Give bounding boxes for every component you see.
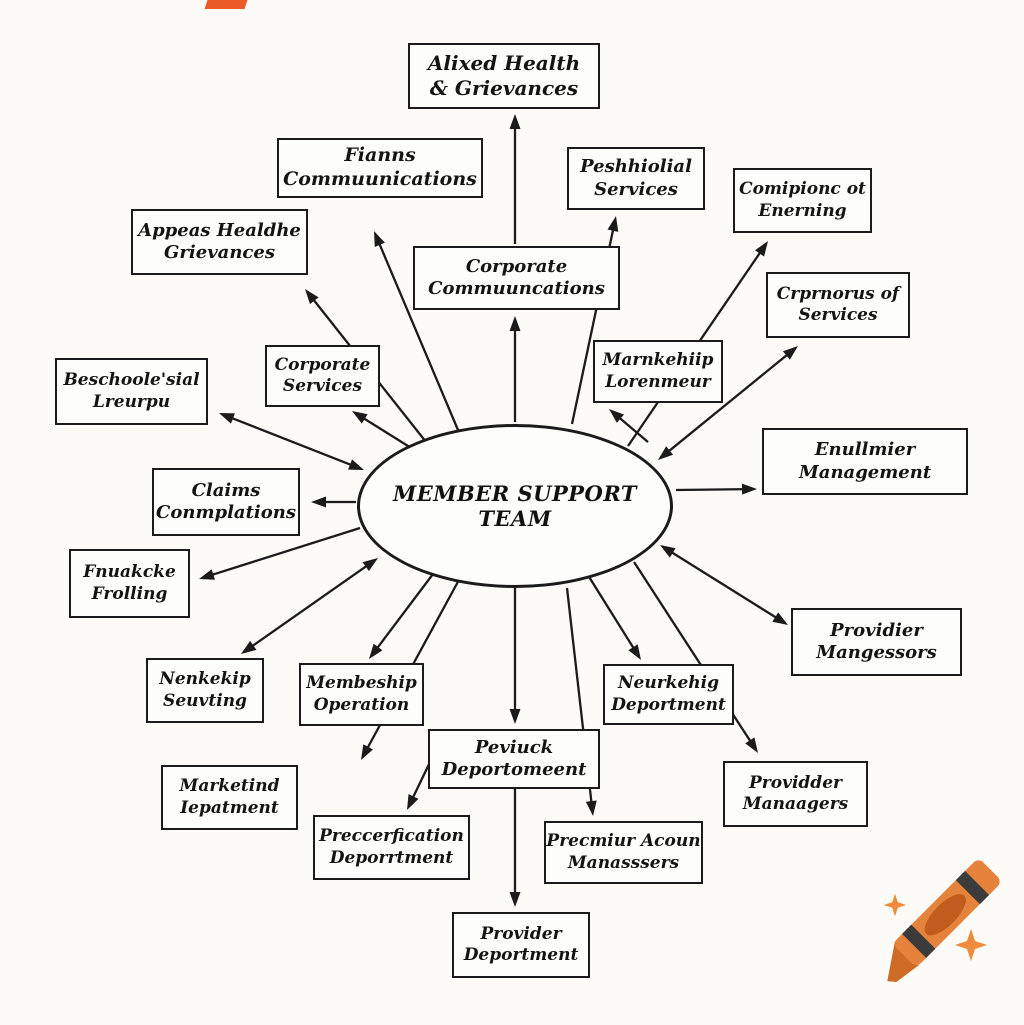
arrow-line [206,526,361,578]
arrow-line [372,569,437,654]
arrow-line [376,237,460,431]
arrowhead [509,709,521,724]
node-providier-mangessors: Providier Mangessors [791,608,962,676]
crayon-label-ellipse [924,894,966,936]
node-membeship-operation: Membeship Operation [299,663,424,726]
node-enullmier-management: Enullmier Management [762,428,968,495]
arrowhead [352,411,368,424]
center-label: MEMBER SUPPORT TEAM [392,481,638,531]
arrow-line [614,413,649,443]
node-marketind-iepatment: Marketind Iepatment [161,765,298,830]
arrowhead [660,545,676,558]
node-provider-deportment: Provider Deportment [452,912,590,978]
arrowhead [658,446,674,460]
node-precmiur-acoun-manasssers: Precmiur Acoun Manasssers [544,821,703,884]
node-providder-manaagers: Providder Manaagers [723,761,868,827]
arrow-line [666,548,782,622]
arrowhead [609,409,625,423]
arrow-line [585,571,638,654]
node-claims-conmplations: Claims Conmplations [152,468,300,536]
arrowhead [741,483,757,495]
arrowhead [772,612,788,625]
arrowhead [241,640,257,654]
node-corporate-commuuncations: Corporate Commuuncations [413,246,620,310]
arrowhead [745,737,758,753]
arrow-line [663,350,793,456]
arrow-line [409,759,433,804]
sparkle-large-icon [954,928,988,962]
center-ellipse-member-support-team: MEMBER SUPPORT TEAM [357,424,673,588]
node-corporate-services: Corporate Services [265,345,380,407]
crayon-tip [887,940,920,982]
arrow-line [226,414,357,469]
crayon-band-far [955,870,990,905]
arrowhead [369,643,383,659]
arrowhead [407,794,419,810]
arrowhead [219,413,235,424]
arrowhead [607,216,619,232]
node-fnuakcke-frolling: Fnuakcke Frolling [69,549,190,618]
node-fianns-commuunications: Fianns Commuunications [277,138,483,198]
arrowhead [348,459,364,470]
node-appeas-healdhe-grievances: Appeas Healdhe Grievances [131,209,308,275]
node-nenkekip-seuvting: Nenkekip Seuvting [146,658,264,723]
node-peviuck-deportomeent: Peviuck Deportomeent [428,729,600,789]
arrowhead [509,114,521,129]
arrowhead [361,744,373,760]
arrowhead [782,346,798,360]
crayon-band-near [902,924,936,958]
arrow-line [675,487,750,492]
node-comipionc-ot-enerning: Comipionc ot Enerning [733,168,872,233]
arrowhead [374,231,385,247]
arrow-line [246,561,373,651]
node-marnkehiip-lorenmeur: Marnkehiip Lorenmeur [593,340,723,403]
node-peshhiolial-services: Peshhiolial Services [567,147,705,210]
arrowhead [628,644,641,660]
node-neurkehig-deportment: Neurkehig Deportment [603,664,734,725]
partial-top-shape [204,0,248,9]
arrowhead [509,316,521,331]
crayon-icon [883,860,1000,982]
arrowhead [509,892,521,907]
arrowhead [585,800,597,816]
node-preccerfication-deporrtment: Preccerfication Deporrtment [313,815,470,880]
arrowhead [311,496,326,508]
arrowhead [754,241,768,257]
arrowhead [362,558,378,572]
node-beschoolesial-lreurpu: Beschoole'sial Lreurpu [55,358,208,425]
sparkle-small-icon [883,893,907,917]
node-crprnorus-of-services: Crprnorus of Services [766,272,910,338]
arrowhead [305,289,319,305]
node-alixed-health-grievances: Alixed Health & Grievances [408,43,600,109]
arrowhead [199,569,215,580]
